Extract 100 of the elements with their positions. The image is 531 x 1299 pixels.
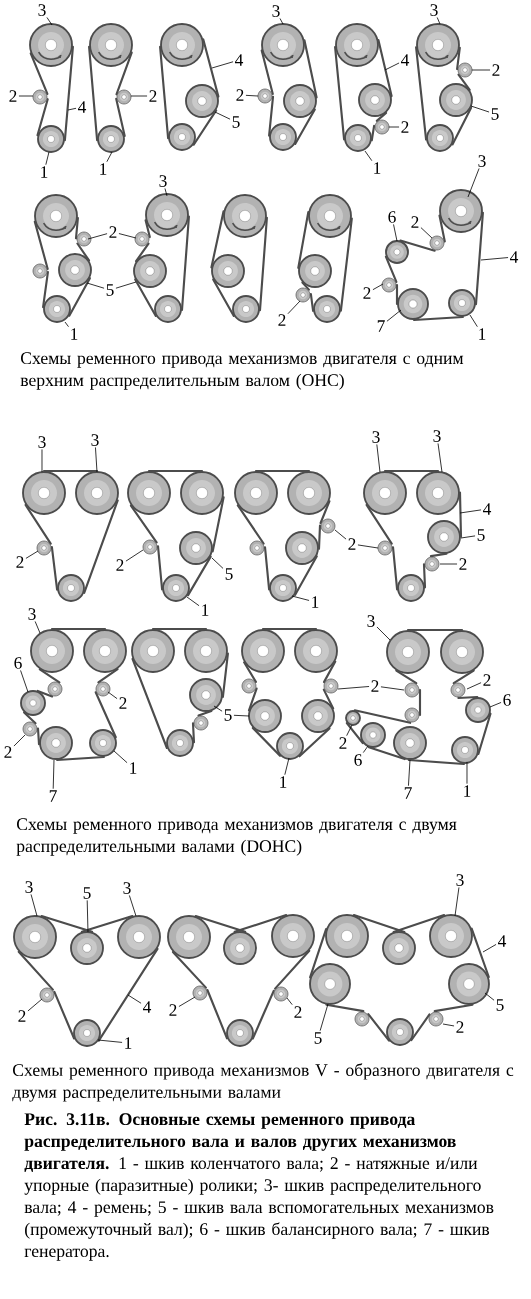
belt-drive-drawing — [13, 914, 161, 1047]
leader-line — [214, 111, 231, 120]
callout-number: 3 — [123, 882, 131, 894]
leader-line — [466, 682, 482, 690]
leader-line — [18, 95, 34, 97]
leader-line — [211, 61, 234, 69]
leader-line — [130, 95, 148, 97]
leader-line — [442, 1023, 455, 1027]
figure-caption: Рис. 3.11в. Основные схемы ременного привода распределительного вала и валов других механизмов двигателя. 1 - шкив коленчатого вала; 2 - натяжные и/или упорные (паразитные) ролики; 3- шкив распределительного вала; 4 - ремень; 5 - шкив вала вспомогательных механизмов (промежуточный вал); 6 - шкив балансирного вала; 7 - шкив генератора. — [24, 1113, 494, 1261]
callout-number: 5 — [491, 108, 499, 120]
callout-number: 4 — [78, 101, 87, 113]
callout-number: 5 — [477, 529, 485, 541]
leader-line — [87, 233, 108, 240]
callout-number: 5 — [106, 284, 114, 296]
leader-line — [213, 705, 223, 712]
leader-line — [466, 761, 468, 785]
callout-number: 3 — [28, 608, 36, 620]
belt-drive-drawing — [345, 628, 492, 766]
leader-line — [469, 314, 478, 328]
callout-number: 1 — [100, 163, 107, 175]
callout-number: 6 — [14, 657, 22, 669]
leader-line — [346, 724, 353, 737]
callout-number: 4 — [498, 935, 507, 947]
callout-number: 4 — [510, 251, 519, 263]
leader-line — [287, 300, 301, 315]
leader-line — [408, 759, 411, 787]
leader-line — [245, 94, 259, 97]
leader-line — [436, 17, 441, 25]
section-caption: Схемы ременного привода механизмов двигателя с двумя распределительными валами (DOHC) — [16, 818, 457, 856]
leader-line — [13, 734, 26, 747]
leader-line — [178, 996, 196, 1007]
leader-line — [46, 17, 53, 26]
section-caption: Схемы ременного привода механизмов V - образного двигателя с двумя распределительными валами — [12, 1063, 514, 1102]
leader-line — [211, 557, 224, 569]
belt-drive-drawing — [133, 193, 190, 323]
leader-line — [86, 282, 105, 289]
leader-line — [489, 702, 502, 708]
belt-drive-drawing — [88, 23, 133, 153]
section-caption: Схемы ременного привода механизмов двигателя с одним верхним распределительным валом (OHC) — [20, 352, 464, 390]
leader-line — [319, 1003, 329, 1032]
leader-line — [27, 998, 43, 1012]
callout-number: 1 — [312, 596, 319, 608]
leader-line — [127, 994, 142, 1004]
leader-line — [25, 550, 39, 559]
leader-line — [459, 509, 482, 514]
leader-line — [67, 107, 77, 111]
belt-drive-drawing — [32, 194, 92, 323]
leader-line — [454, 887, 460, 917]
leader-line — [30, 894, 38, 917]
callout-number: 3 — [25, 881, 33, 893]
callout-number: 5 — [496, 999, 504, 1011]
belt-drive-drawing — [257, 23, 318, 151]
callout-number: 1 — [202, 604, 209, 616]
callout-number: 2 — [339, 737, 347, 749]
callout-number: 6 — [503, 694, 511, 706]
callout-number: 2 — [149, 90, 157, 102]
callout-number: 3 — [430, 4, 438, 16]
callout-number: 2 — [363, 287, 371, 299]
callout-number: 5 — [224, 709, 232, 721]
callout-number: 2 — [492, 64, 500, 76]
callout-number: 1 — [479, 328, 486, 340]
leader-line — [284, 757, 290, 776]
callout-number: 5 — [83, 887, 91, 899]
callout-number: 2 — [4, 746, 12, 758]
leader-line — [129, 895, 137, 917]
callout-number: 4 — [401, 54, 410, 66]
leader-line — [337, 686, 370, 690]
callout-number: 3 — [38, 436, 46, 448]
belt-drive-drawing — [159, 23, 220, 151]
leader-line — [233, 714, 250, 717]
belt-drive-drawing — [415, 23, 473, 152]
leader-line — [376, 444, 381, 473]
callout-number: 4 — [235, 54, 244, 66]
callout-number: 3 — [478, 155, 486, 167]
leader-line — [286, 997, 293, 1006]
leader-line — [420, 227, 433, 239]
callout-number: 7 — [49, 790, 57, 802]
leader-line — [357, 544, 379, 549]
callout-number: 1 — [130, 762, 137, 774]
leader-line — [480, 257, 509, 261]
leader-line — [113, 750, 128, 764]
callout-number: 3 — [456, 874, 464, 886]
leader-line — [364, 150, 373, 162]
leader-line — [334, 529, 347, 540]
callout-number: 3 — [159, 175, 167, 187]
leader-line — [439, 563, 458, 565]
leader-line — [41, 449, 43, 473]
callout-number: 2 — [348, 538, 356, 550]
callout-number: 2 — [109, 226, 117, 238]
callout-number: 2 — [9, 90, 17, 102]
belt-drive-drawing — [334, 23, 393, 152]
leader-line — [437, 443, 443, 473]
leader-line — [107, 691, 118, 700]
leader-line — [467, 168, 480, 198]
callout-number: 2 — [16, 556, 24, 568]
leader-line — [484, 992, 495, 1001]
callout-number: 2 — [278, 314, 286, 326]
leader-line — [393, 224, 398, 242]
callout-number: 1 — [125, 1037, 132, 1049]
leader-line — [291, 595, 310, 601]
